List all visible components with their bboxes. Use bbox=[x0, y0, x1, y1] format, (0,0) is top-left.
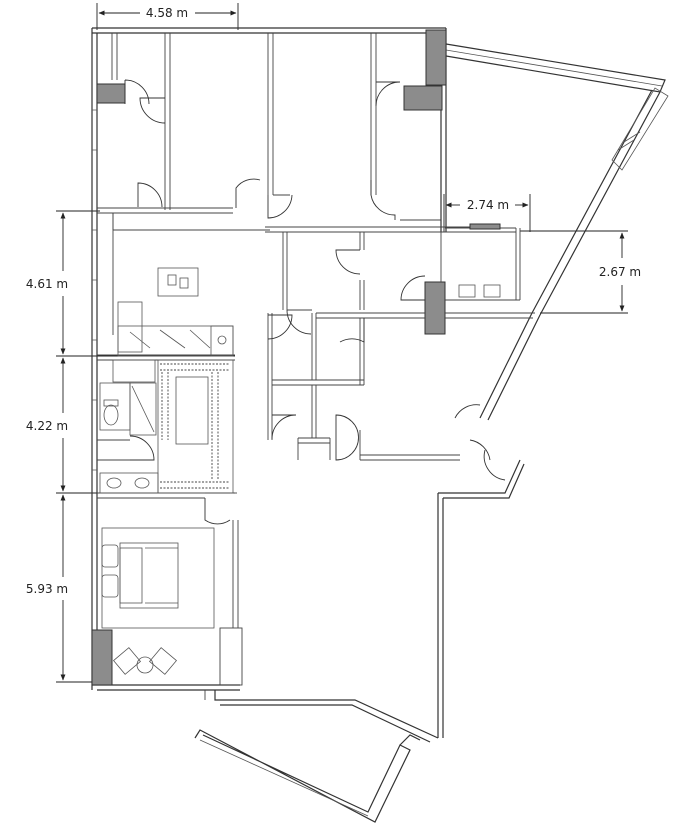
column bbox=[403, 85, 443, 111]
dimension-label-right-height: 2.67 m bbox=[599, 265, 641, 279]
dimension-label-left-upper: 4.61 m bbox=[26, 277, 68, 291]
dimension-right-height: 2.67 m bbox=[520, 230, 641, 314]
sink bbox=[134, 477, 150, 489]
dimension-top: 4.58 m bbox=[96, 3, 239, 30]
toilet bbox=[103, 404, 119, 426]
wardrobe-unit bbox=[117, 301, 234, 494]
coffee-table bbox=[157, 267, 199, 297]
exterior-walls bbox=[91, 27, 669, 823]
dimension-label-left-lower: 5.93 m bbox=[26, 582, 68, 596]
dimension-right-width: 2.74 m bbox=[443, 194, 531, 232]
counter-stools bbox=[458, 223, 501, 298]
dimension-label-top: 4.58 m bbox=[146, 6, 188, 20]
structural-columns bbox=[91, 29, 447, 686]
bathroom-fixtures bbox=[99, 359, 159, 494]
interior-walls bbox=[97, 33, 535, 700]
column bbox=[424, 281, 446, 335]
column bbox=[91, 629, 113, 686]
armchairs bbox=[112, 647, 178, 675]
sink bbox=[106, 477, 122, 489]
doors bbox=[124, 79, 506, 525]
dimension-left-upper: 4.61 m bbox=[26, 210, 235, 357]
column bbox=[425, 29, 447, 86]
column bbox=[96, 83, 126, 104]
master-bed bbox=[101, 527, 215, 629]
dimension-label-right-width: 2.74 m bbox=[467, 198, 509, 212]
dimension-label-left-middle: 4.22 m bbox=[26, 419, 68, 433]
